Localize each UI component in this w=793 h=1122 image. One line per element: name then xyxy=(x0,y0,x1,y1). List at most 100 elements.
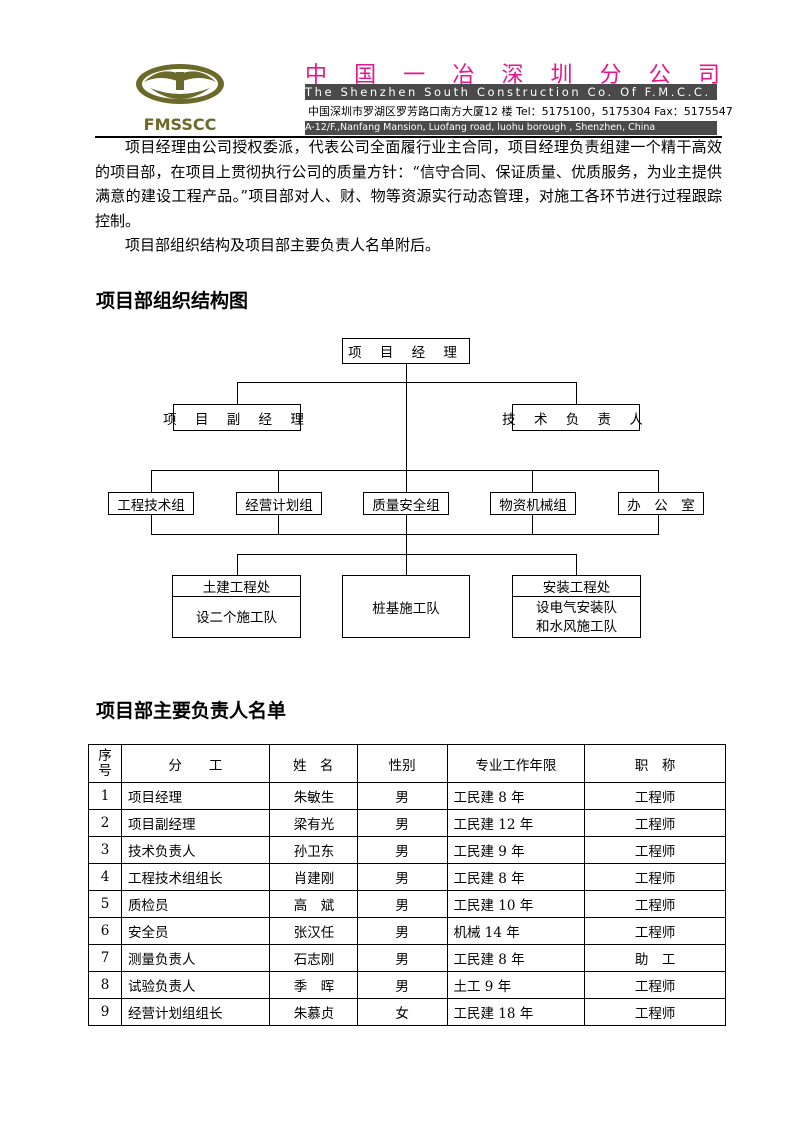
cell-role: 经营计划组组长 xyxy=(120,998,270,1026)
header-seq-bottom: 号 xyxy=(98,762,112,779)
org-box-deputy-manager: 项 目 副 经 理 xyxy=(163,404,304,431)
cell-role: 项目副经理 xyxy=(120,809,270,837)
intro-text: 项目经理由公司授权委派，代表公司全面履行业主合同，项目经理负责组建一个精干高效的… xyxy=(95,135,722,258)
cell-gender: 男 xyxy=(356,782,448,810)
company-name-cn-char: 司 xyxy=(697,63,720,88)
staff-table-header-row: 序号 分 工 姓 名 性别 专业工作年限 职 称 xyxy=(88,744,726,783)
header-role: 分 工 xyxy=(120,744,270,783)
cell-title: 工程师 xyxy=(584,917,726,945)
org-box-materials-machinery-group: 物资机械组 xyxy=(490,492,576,515)
cell-name: 肖建刚 xyxy=(268,863,358,891)
cell-title: 工程师 xyxy=(584,863,726,891)
cell-experience: 机械 14 年 xyxy=(446,917,586,945)
cell-title: 工程师 xyxy=(584,836,726,864)
org-chart-title: 项目部组织结构图 xyxy=(96,290,249,312)
cell-experience: 工民建 10 年 xyxy=(446,890,586,918)
cell-name: 梁有光 xyxy=(268,809,358,837)
cell-role: 技术负责人 xyxy=(120,836,270,864)
company-name-cn-char: 中 xyxy=(305,63,328,88)
org-box-civil-engineering-head: 土建工程处 xyxy=(173,576,300,597)
intro-paragraph-1: 项目经理由公司授权委派，代表公司全面履行业主合同，项目经理负责组建一个精干高效的… xyxy=(95,138,722,230)
cell-experience: 工民建 8 年 xyxy=(446,944,586,972)
cell-name: 张汉任 xyxy=(268,917,358,945)
cell-title: 工程师 xyxy=(584,782,726,810)
cell-experience: 工民建 18 年 xyxy=(446,998,586,1026)
logo-text: FMSSCC xyxy=(144,115,217,134)
org-box-project-manager: 项 目 经 理 xyxy=(342,338,470,364)
address-en: A-12/F.,Nanfang Mansion, Luofang road, l… xyxy=(305,121,717,135)
cell-name: 朱敏生 xyxy=(268,782,358,810)
cell-gender: 男 xyxy=(356,944,448,972)
company-name-en: The Shenzhen South Construction Co. Of F… xyxy=(305,84,717,100)
cell-role: 质检员 xyxy=(120,890,270,918)
cell-name: 高 斌 xyxy=(268,890,358,918)
company-logo: FMSSCC xyxy=(130,60,230,136)
cell-title: 工程师 xyxy=(584,809,726,837)
cell-title: 助 工 xyxy=(584,944,726,972)
intro-paragraph-2: 项目部组织结构及项目部主要负责人名单附后。 xyxy=(125,236,441,254)
org-box-engineering-tech-group: 工程技术组 xyxy=(108,492,194,515)
org-box-pile-foundation: 桩基施工队 xyxy=(342,575,470,638)
cell-name: 朱慕贞 xyxy=(268,998,358,1026)
cell-role: 试验负责人 xyxy=(120,971,270,999)
company-name-cn-char: 一 xyxy=(403,63,426,88)
address-cn: 中国深圳市罗湖区罗芳路口南方大厦12 楼 Tel：5175100，5175304… xyxy=(308,105,733,118)
cell-name: 季 晖 xyxy=(268,971,358,999)
header-rule xyxy=(95,136,722,138)
org-box-business-planning-group: 经营计划组 xyxy=(236,492,322,515)
org-box-civil-engineering: 土建工程处 设二个施工队 xyxy=(172,575,301,638)
cell-gender: 男 xyxy=(356,836,448,864)
cell-gender: 男 xyxy=(356,863,448,891)
cell-gender: 男 xyxy=(356,890,448,918)
cell-seq: 6 xyxy=(88,917,122,945)
cell-role: 测量负责人 xyxy=(120,944,270,972)
company-name-cn-char: 冶 xyxy=(452,63,475,88)
cell-title: 工程师 xyxy=(584,971,726,999)
cell-title: 工程师 xyxy=(584,998,726,1026)
cell-seq: 1 xyxy=(88,782,122,810)
org-box-office: 办 公 室 xyxy=(618,492,704,515)
header-experience: 专业工作年限 xyxy=(446,744,586,783)
org-box-quality-safety-group: 质量安全组 xyxy=(363,492,449,515)
cell-gender: 男 xyxy=(356,971,448,999)
company-name-cn-char: 公 xyxy=(648,63,671,88)
cell-experience: 土工 9 年 xyxy=(446,971,586,999)
header-seq-top: 序 xyxy=(98,747,112,764)
cell-seq: 8 xyxy=(88,971,122,999)
cell-gender: 男 xyxy=(356,917,448,945)
header-title: 职 称 xyxy=(584,744,726,783)
cell-seq: 7 xyxy=(88,944,122,972)
org-box-installation-body-1: 设电气安装队 xyxy=(536,600,617,616)
cell-seq: 3 xyxy=(88,836,122,864)
logo-emblem-icon: FMSSCC xyxy=(136,64,224,134)
cell-experience: 工民建 12 年 xyxy=(446,809,586,837)
cell-experience: 工民建 8 年 xyxy=(446,863,586,891)
header-seq: 序号 xyxy=(88,744,122,783)
cell-seq: 5 xyxy=(88,890,122,918)
header-name: 姓 名 xyxy=(268,744,358,783)
staff-list-title: 项目部主要负责人名单 xyxy=(96,700,287,722)
cell-title: 工程师 xyxy=(584,890,726,918)
cell-role: 工程技术组组长 xyxy=(120,863,270,891)
cell-experience: 工民建 9 年 xyxy=(446,836,586,864)
org-box-technical-lead: 技 术 负 责 人 xyxy=(502,404,643,431)
cell-role: 安全员 xyxy=(120,917,270,945)
company-name-cn: 中国一冶深圳分公司 xyxy=(305,57,720,88)
company-name-cn-char: 国 xyxy=(354,63,377,88)
cell-role: 项目经理 xyxy=(120,782,270,810)
cell-seq: 9 xyxy=(88,998,122,1026)
org-box-installation-head: 安装工程处 xyxy=(513,576,640,597)
cell-name: 石志刚 xyxy=(268,944,358,972)
org-box-civil-engineering-body: 设二个施工队 xyxy=(196,609,277,626)
org-box-installation-engineering: 安装工程处 设电气安装队 和水风施工队 xyxy=(512,575,641,638)
